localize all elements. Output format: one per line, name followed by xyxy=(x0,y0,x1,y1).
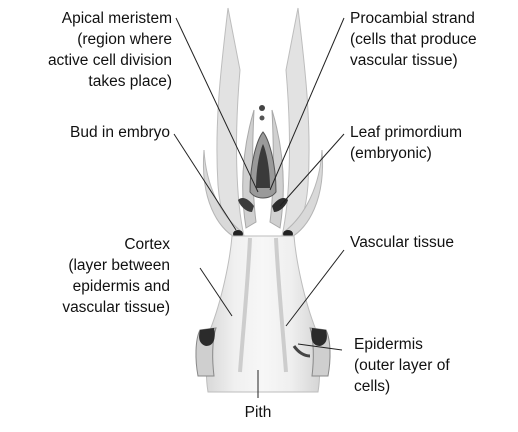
stem-body xyxy=(206,236,319,392)
cortex-desc-1: (layer between xyxy=(0,255,170,276)
tip-dot-1 xyxy=(259,105,265,111)
label-vascular-tissue: Vascular tissue xyxy=(350,232,518,253)
epidermis-desc-1: (outer layer of xyxy=(354,355,514,376)
procambial-strand-desc-2: vascular tissue) xyxy=(350,50,518,71)
cortex-title: Cortex xyxy=(0,234,170,255)
leaf-primordium-title: Leaf primordium xyxy=(350,122,518,143)
apical-meristem-desc-2: active cell division xyxy=(0,50,172,71)
leaf-primordium-desc: (embryonic) xyxy=(350,143,518,164)
vascular-tissue-title: Vascular tissue xyxy=(350,232,518,253)
tip-dot-2 xyxy=(260,116,265,121)
label-cortex: Cortex (layer between epidermis and vasc… xyxy=(0,234,170,318)
label-apical-meristem: Apical meristem (region where active cel… xyxy=(0,8,172,92)
bud-in-embryo-title: Bud in embryo xyxy=(0,122,170,143)
label-epidermis: Epidermis (outer layer of cells) xyxy=(354,334,514,397)
apical-meristem-desc-1: (region where xyxy=(0,29,172,50)
procambial-strand-desc-1: (cells that produce xyxy=(350,29,518,50)
apical-meristem-title: Apical meristem xyxy=(0,8,172,29)
cortex-desc-3: vascular tissue) xyxy=(0,297,170,318)
label-pith: Pith xyxy=(228,402,288,423)
cortex-desc-2: epidermis and xyxy=(0,276,170,297)
procambial-strand-title: Procambial strand xyxy=(350,8,518,29)
apical-meristem-desc-3: takes place) xyxy=(0,71,172,92)
label-leaf-primordium: Leaf primordium (embryonic) xyxy=(350,122,518,164)
label-procambial-strand: Procambial strand (cells that produce va… xyxy=(350,8,518,71)
epidermis-desc-2: cells) xyxy=(354,376,514,397)
epidermis-title: Epidermis xyxy=(354,334,514,355)
label-bud-in-embryo: Bud in embryo xyxy=(0,122,170,143)
pith-title: Pith xyxy=(228,402,288,423)
